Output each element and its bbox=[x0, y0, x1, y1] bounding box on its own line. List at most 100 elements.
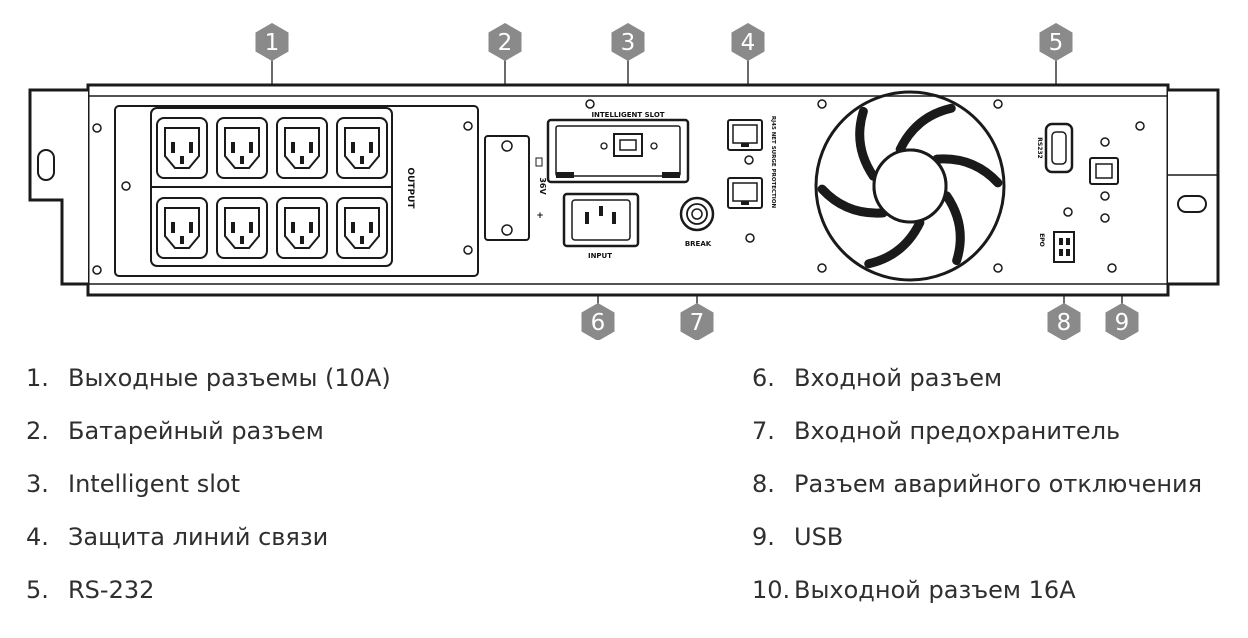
legend-item: 1. Выходные разъемы (10А) bbox=[26, 352, 626, 405]
iec-output-socket bbox=[156, 117, 208, 179]
marker-number: 4 bbox=[741, 30, 756, 56]
iec-output-socket bbox=[336, 197, 388, 259]
battery-connector: 36V + bbox=[484, 135, 547, 241]
marker-hexagon bbox=[680, 303, 714, 340]
output-plate bbox=[114, 105, 479, 277]
callout-marker-5: 5 bbox=[1039, 23, 1073, 61]
legend-left-column: 1. Выходные разъемы (10А) 2. Батарейный ра… bbox=[26, 352, 626, 617]
cooling-fan bbox=[814, 90, 1006, 282]
marker-hexagon bbox=[1047, 303, 1081, 340]
marker-hexagon bbox=[731, 23, 765, 61]
iec-output-socket bbox=[216, 117, 268, 179]
legend-text: Входной предохранитель bbox=[794, 417, 1121, 445]
legend-item: 3. Intelligent slot bbox=[26, 458, 626, 511]
intelligent-slot-frame bbox=[546, 118, 690, 184]
rj45-port-in bbox=[727, 119, 763, 151]
surge-protection: RJ45 NET SURGE PROTECTION bbox=[727, 116, 776, 209]
intelligent-slot: INTELLIGENT SLOT bbox=[546, 111, 690, 184]
fan-blade bbox=[932, 154, 1003, 188]
legend-right-column: 6. Входной разъем 7. Входной предохранител… bbox=[752, 352, 1232, 617]
legend-text: Входной разъем bbox=[794, 364, 1003, 392]
epo-label: EPO bbox=[1038, 233, 1045, 247]
callout-marker-8: 8 bbox=[1047, 303, 1081, 340]
input-breaker: BREAK bbox=[679, 196, 715, 248]
legend-number: 9. bbox=[752, 523, 775, 551]
legend-text: USB bbox=[794, 523, 844, 551]
legend-item: 2. Батарейный разъем bbox=[26, 405, 626, 458]
marker-number: 6 bbox=[591, 310, 606, 336]
break-label: BREAK bbox=[685, 240, 712, 248]
left-ear-slot bbox=[37, 149, 55, 181]
legend-text: Выходные разъемы (10А) bbox=[68, 364, 391, 392]
legend-item: 10.Выходной разъем 16А bbox=[752, 564, 1232, 617]
legend-text: Батарейный разъем bbox=[68, 417, 324, 445]
fan-blade bbox=[942, 191, 965, 266]
legend-text: Защита линий связи bbox=[68, 523, 329, 551]
battery-plus-label: + bbox=[536, 211, 544, 221]
rs232-label: RS232 bbox=[1036, 137, 1043, 158]
marker-number: 1 bbox=[265, 30, 280, 56]
iec-output-socket bbox=[276, 117, 328, 179]
right-ear-slot bbox=[1177, 195, 1207, 213]
marker-hexagon bbox=[581, 303, 615, 340]
legend-item: 6. Входной разъем bbox=[752, 352, 1232, 405]
legend-text: Разъем аварийного отключения bbox=[794, 470, 1203, 498]
input-label: INPUT bbox=[588, 252, 612, 260]
legend-number: 8. bbox=[752, 470, 775, 498]
marker-hexagon bbox=[488, 23, 522, 61]
legend-text: RS-232 bbox=[68, 576, 155, 604]
legend-item: 7. Входной предохранитель bbox=[752, 405, 1232, 458]
iec-output-socket bbox=[156, 197, 208, 259]
input-socket: INPUT bbox=[562, 192, 640, 260]
iec-output-socket bbox=[336, 117, 388, 179]
callout-marker-1: 1 bbox=[255, 23, 289, 61]
intelligent-slot-port bbox=[613, 133, 643, 157]
intelligent-slot-label: INTELLIGENT SLOT bbox=[591, 111, 664, 119]
input-socket-frame bbox=[562, 192, 640, 248]
legend-number: 6. bbox=[752, 364, 775, 392]
output-label: OUTPUT bbox=[405, 167, 415, 209]
legend-item: 4. Защита линий связи bbox=[26, 511, 626, 564]
marker-number: 9 bbox=[1115, 310, 1130, 336]
legend-number: 2. bbox=[26, 417, 49, 445]
callout-marker-4: 4 bbox=[731, 23, 765, 61]
battery-voltage-label: 36V bbox=[538, 177, 547, 195]
fan-blade bbox=[895, 103, 956, 154]
marker-number: 5 bbox=[1049, 30, 1064, 56]
legend-text: Выходной разъем 16А bbox=[794, 576, 1076, 604]
iec-output-socket bbox=[216, 197, 268, 259]
callout-marker-9: 9 bbox=[1105, 303, 1139, 340]
marker-hexagon bbox=[611, 23, 645, 61]
legend-text: Intelligent slot bbox=[68, 470, 240, 498]
rs232-port bbox=[1044, 122, 1074, 174]
fan-ring bbox=[814, 90, 1006, 282]
callout-marker-2: 2 bbox=[488, 23, 522, 61]
usb-port bbox=[1089, 157, 1119, 185]
surge-label: RJ45 NET SURGE PROTECTION bbox=[770, 116, 776, 209]
battery-connector-plate bbox=[484, 135, 530, 241]
epo-connector bbox=[1053, 231, 1075, 263]
legend-number: 3. bbox=[26, 470, 49, 498]
rj45-port-out bbox=[727, 177, 763, 209]
legend-item: 5. RS-232 bbox=[26, 564, 626, 617]
legend-item: 9. USB bbox=[752, 511, 1232, 564]
legend-number: 7. bbox=[752, 417, 775, 445]
marker-number: 2 bbox=[498, 30, 513, 56]
left-mounting-ear bbox=[28, 88, 88, 286]
marker-number: 8 bbox=[1057, 310, 1072, 336]
legend-item: 8. Разъем аварийного отключения bbox=[752, 458, 1232, 511]
marker-hexagon bbox=[1039, 23, 1073, 61]
breaker-outer bbox=[679, 196, 715, 232]
marker-number: 3 bbox=[621, 30, 636, 56]
right-mounting-ear bbox=[1168, 88, 1220, 286]
legend-number: 1. bbox=[26, 364, 49, 392]
legend-number: 10. bbox=[752, 576, 791, 604]
marker-hexagon bbox=[1105, 303, 1139, 340]
output-sockets: OUTPUT bbox=[114, 105, 479, 277]
legend-number: 5. bbox=[26, 576, 49, 604]
legend-number: 4. bbox=[26, 523, 49, 551]
screws bbox=[92, 99, 1145, 275]
comm-ports: RS232 EPO bbox=[1036, 122, 1119, 263]
fan-blade bbox=[855, 106, 878, 181]
